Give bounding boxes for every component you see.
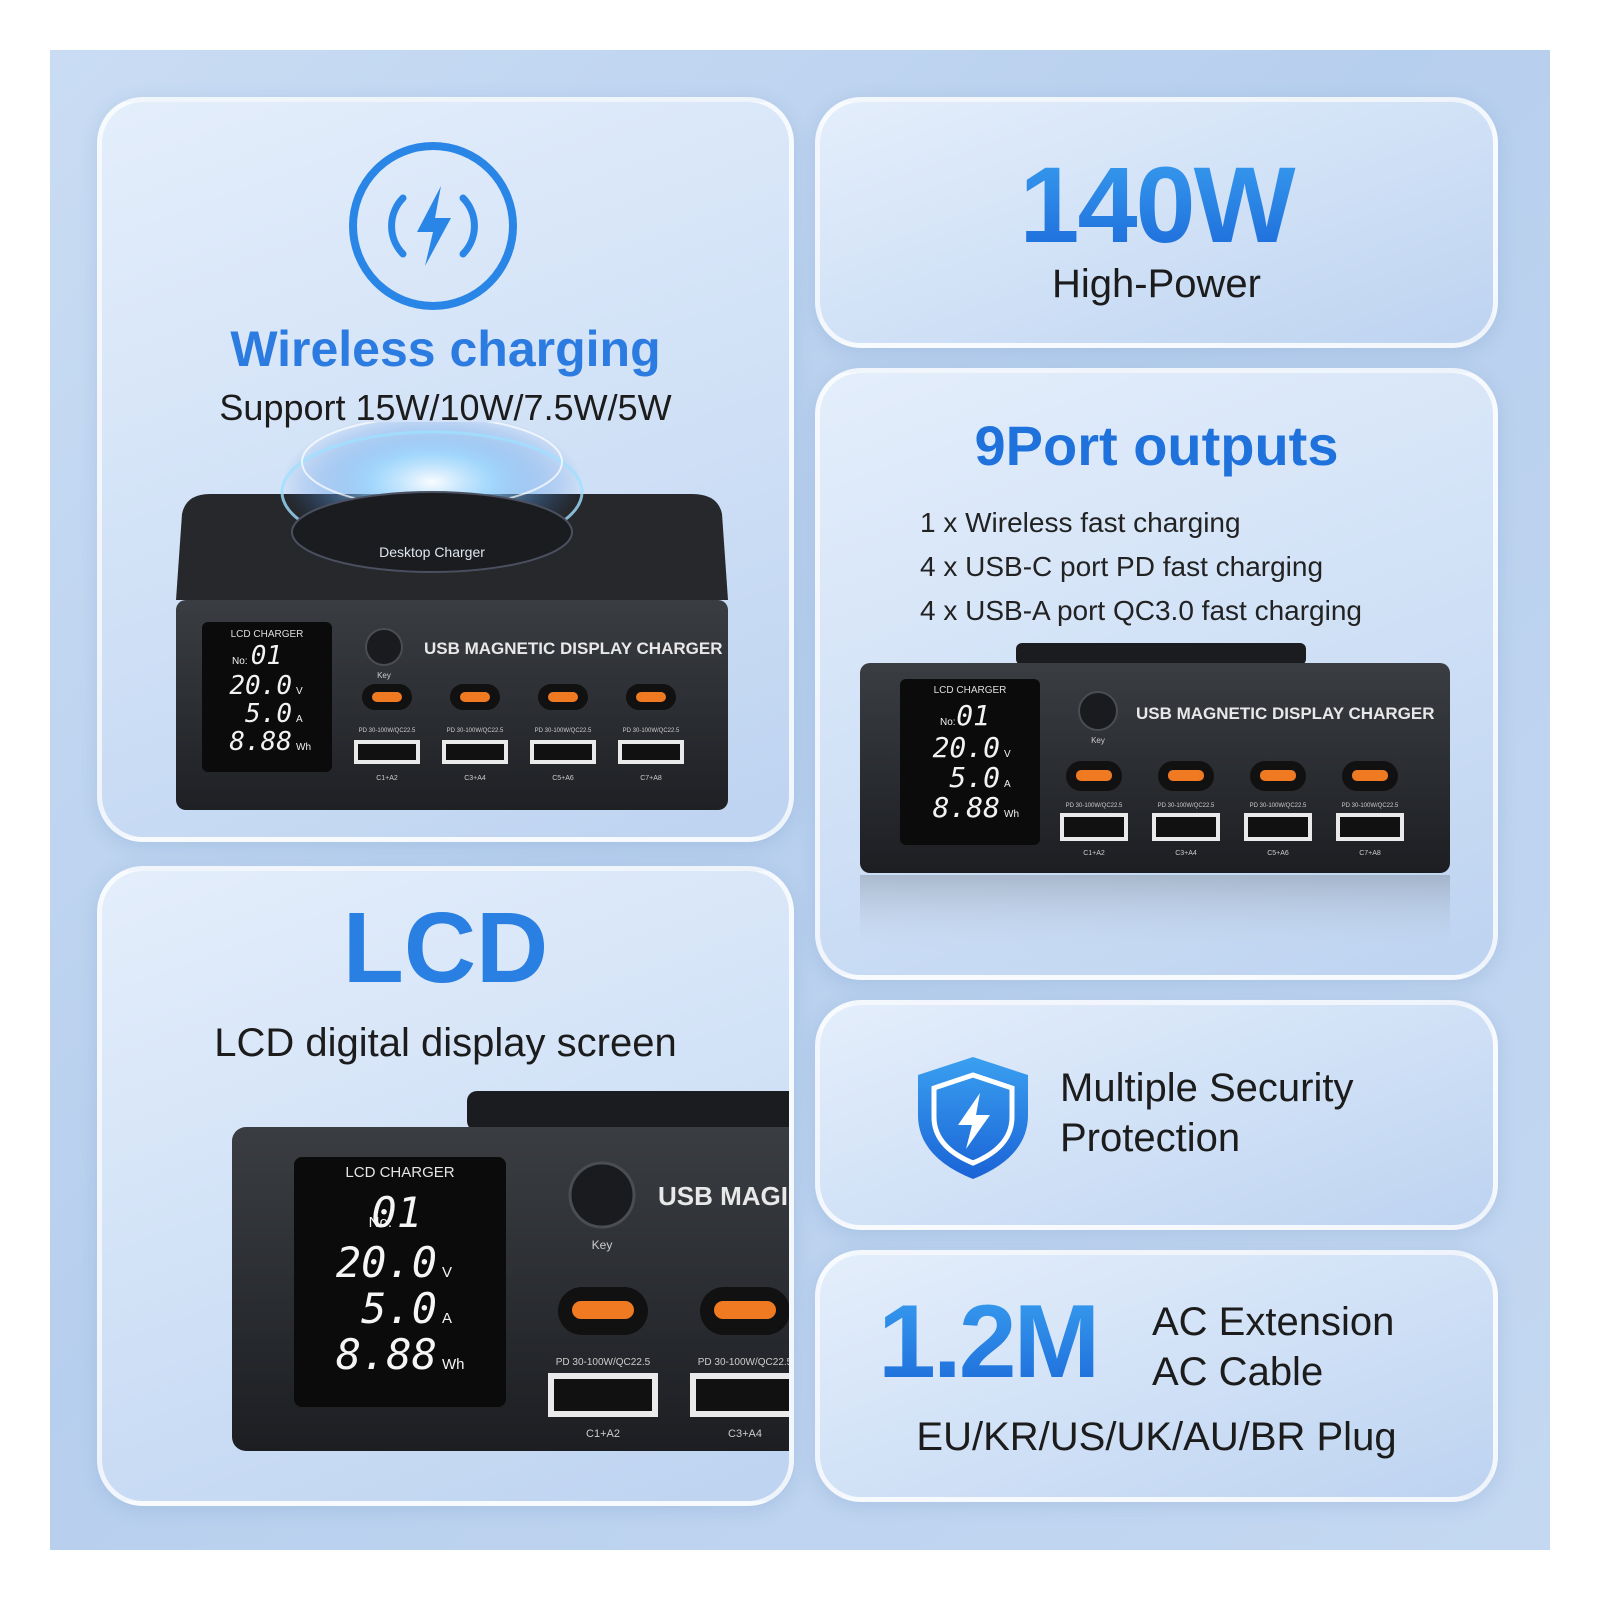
lcd-no-value-3: 01 — [371, 1188, 422, 1237]
port-group-2-2: C3+A4 — [1175, 850, 1197, 857]
ports-list: 1 x Wireless fast charging 4 x USB-C por… — [920, 501, 1362, 633]
wireless-charging-icon — [349, 142, 517, 310]
power-label: High-Power — [1052, 262, 1261, 306]
lcd-no-value-2: 01 — [956, 699, 990, 732]
port-spec-2-2: PD 30-100W/QC22.5 — [1158, 803, 1215, 809]
key-label-3: Key — [592, 1238, 613, 1252]
ports-item-usbc: 4 x USB-C port PD fast charging — [920, 551, 1324, 582]
cable-card: 1.2M AC Extension AC Cable EU/KR/US/UK/A… — [815, 1250, 1498, 1502]
lcd-voltage-unit: V — [296, 686, 303, 697]
port-spec-3: PD 30-100W/QC22.5 — [535, 728, 592, 734]
port-spec-2-4: PD 30-100W/QC22.5 — [1342, 803, 1399, 809]
lcd-no-value: 01 — [251, 641, 282, 671]
security-card: Multiple Security Protection — [815, 1000, 1498, 1230]
port-group-2-3: C5+A6 — [1267, 850, 1289, 857]
port-spec-1: PD 30-100W/QC22.5 — [359, 728, 416, 734]
lcd-energy-2: 8.88 — [933, 791, 1000, 824]
cable-line-1: AC Extension — [1152, 1300, 1395, 1344]
brand-text-3: USB MAGI — [658, 1181, 788, 1211]
lcd-energy-unit-3: Wh — [442, 1356, 465, 1373]
lcd-card: LCD LCD digital display screen LCD CHARG… — [97, 866, 794, 1506]
wireless-title: Wireless charging — [230, 321, 661, 377]
key-button-3 — [568, 1161, 636, 1229]
lcd-voltage-unit-3: V — [442, 1264, 452, 1281]
ports-item-usba: 4 x USB-A port QC3.0 fast charging — [920, 595, 1362, 626]
lcd-no-label-2: No: — [940, 717, 956, 728]
lcd-title: LCD — [342, 892, 549, 1004]
pad-text: Desktop Charger — [379, 544, 485, 560]
port-spec-4: PD 30-100W/QC22.5 — [623, 728, 680, 734]
cable-length: 1.2M — [878, 1284, 1100, 1400]
ports-item-wireless: 1 x Wireless fast charging — [920, 507, 1241, 538]
port-spec-2-1: PD 30-100W/QC22.5 — [1066, 803, 1123, 809]
port-group-3-1: C1+A2 — [586, 1428, 620, 1440]
lcd-header: LCD CHARGER — [231, 629, 304, 640]
port-spec-2: PD 30-100W/QC22.5 — [447, 728, 504, 734]
key-button — [365, 628, 403, 666]
lcd-energy-unit-2: Wh — [1004, 809, 1019, 820]
port-groups-2: PD 30-100W/QC22.5 C1+A2 PD 30-100W/QC22.… — [1060, 761, 1404, 857]
port-group-2: C3+A4 — [464, 775, 486, 782]
lcd-energy-3: 8.88 — [336, 1330, 437, 1379]
lcd-voltage-2: 20.0 — [933, 731, 1000, 764]
port-group-3: C5+A6 — [552, 775, 574, 782]
lcd-current-unit-2: A — [1004, 779, 1011, 790]
security-line-2: Protection — [1060, 1116, 1241, 1160]
security-line-1: Multiple Security — [1060, 1066, 1354, 1110]
port-spec-3-1: PD 30-100W/QC22.5 — [556, 1357, 651, 1368]
charger-device-image: Desktop Charger LCD CHARGER 01 No: 20.0 … — [176, 422, 728, 810]
key-button-2 — [1078, 691, 1118, 731]
charger-closeup-image: LCD CHARGER 01 No: 20.0 V 5.0 A 8.88 Wh … — [232, 1091, 793, 1451]
port-group-2-4: C7+A8 — [1359, 850, 1381, 857]
lcd-current-unit: A — [296, 714, 303, 725]
lcd-no-label: No: — [232, 656, 248, 667]
port-group-4: C7+A8 — [640, 775, 662, 782]
lcd-subtitle: LCD digital display screen — [214, 1021, 677, 1065]
key-label: Key — [377, 671, 391, 680]
brand-text: USB MAGNETIC DISPLAY CHARGER — [424, 639, 722, 658]
port-group-3-2: C3+A4 — [728, 1428, 762, 1440]
port-spec-3-2: PD 30-100W/QC22.5 — [698, 1357, 793, 1368]
lcd-no-label-3: No: — [369, 1214, 392, 1231]
power-card: 140W High-Power — [815, 97, 1498, 348]
reflection — [860, 875, 1450, 955]
ports-title: 9Port outputs — [974, 414, 1339, 477]
lcd-header-3: LCD CHARGER — [345, 1164, 454, 1181]
lcd-current: 5.0 — [245, 699, 292, 729]
lcd-current-3: 5.0 — [361, 1284, 437, 1333]
lcd-current-unit-3: A — [442, 1310, 452, 1327]
lcd-energy-unit: Wh — [296, 742, 311, 753]
plug-types: EU/KR/US/UK/AU/BR Plug — [916, 1415, 1397, 1459]
port-spec-2-3: PD 30-100W/QC22.5 — [1250, 803, 1307, 809]
brand-text-2: USB MAGNETIC DISPLAY CHARGER — [1136, 704, 1434, 723]
port-groups: PD 30-100W/QC22.5 C1+A2 PD 30-100W/QC22.… — [354, 684, 684, 782]
lcd-energy: 8.88 — [229, 727, 292, 757]
lcd-voltage: 20.0 — [229, 671, 292, 701]
port-group-1: C1+A2 — [376, 775, 398, 782]
ports-card: 9Port outputs 1 x Wireless fast charging… — [815, 368, 1498, 980]
lcd-header-2: LCD CHARGER — [934, 685, 1007, 696]
security-text: Multiple Security Protection — [1060, 1063, 1353, 1163]
cable-description: AC Extension AC Cable — [1152, 1297, 1394, 1397]
wireless-charging-card: Wireless charging Support 15W/10W/7.5W/5… — [97, 97, 794, 842]
lcd-voltage-3: 20.0 — [336, 1238, 437, 1287]
cable-line-2: AC Cable — [1152, 1350, 1324, 1394]
lcd-current-2: 5.0 — [949, 761, 1000, 794]
key-label-2: Key — [1091, 736, 1105, 745]
shield-bolt-icon — [918, 1057, 1028, 1179]
power-value: 140W — [820, 142, 1493, 267]
charger-front-image: LCD CHARGER 01 No: 20.0 V 5.0 A 8.88 Wh … — [860, 643, 1450, 955]
port-group-2-1: C1+A2 — [1083, 850, 1105, 857]
lcd-voltage-unit-2: V — [1004, 749, 1011, 760]
